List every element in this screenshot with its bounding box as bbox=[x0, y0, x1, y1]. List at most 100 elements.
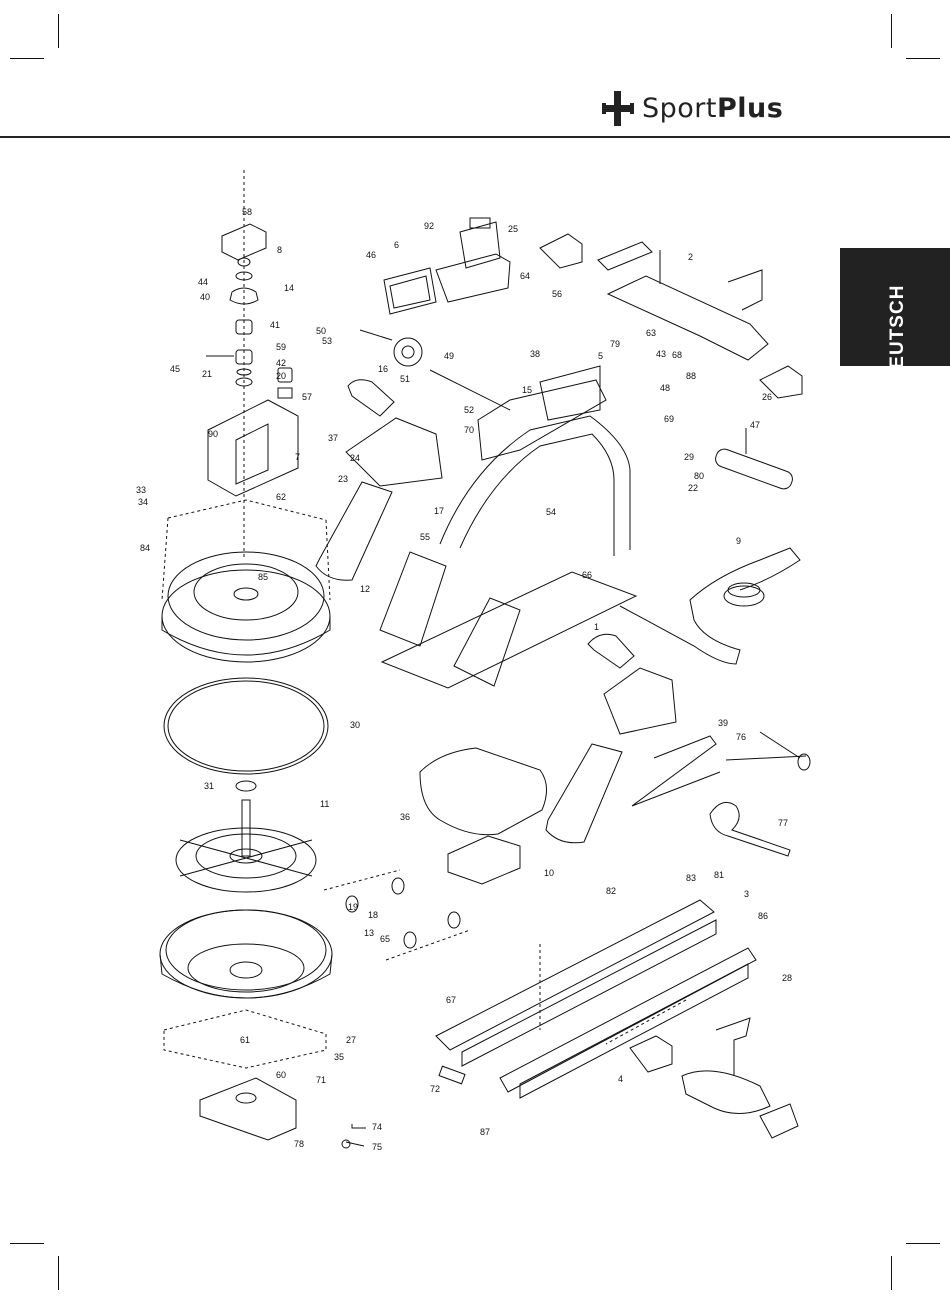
screwdriver bbox=[710, 802, 790, 856]
footrest-left bbox=[348, 380, 394, 416]
top-crossbar bbox=[598, 242, 768, 360]
part-label-18: 18 bbox=[368, 910, 378, 920]
part-label-10: 10 bbox=[544, 868, 554, 878]
part-label-40: 40 bbox=[200, 292, 210, 302]
part-label-9: 9 bbox=[736, 536, 741, 546]
part-label-26: 26 bbox=[762, 392, 772, 402]
part-label-57: 57 bbox=[302, 392, 312, 402]
part-label-1: 1 bbox=[594, 622, 599, 632]
part-label-72: 72 bbox=[430, 1084, 440, 1094]
part-label-84: 84 bbox=[140, 543, 150, 553]
part-label-83: 83 bbox=[686, 873, 696, 883]
part-label-62: 62 bbox=[276, 492, 286, 502]
impeller bbox=[176, 800, 316, 892]
legend-74-shape bbox=[352, 1124, 366, 1128]
part-label-11: 11 bbox=[320, 799, 329, 809]
part-label-86: 86 bbox=[758, 911, 768, 921]
part-label-12: 12 bbox=[360, 584, 370, 594]
part-label-44: 44 bbox=[198, 277, 208, 287]
seat-rollers bbox=[324, 870, 470, 960]
part-label-46: 46 bbox=[366, 250, 376, 260]
part-label-23: 23 bbox=[338, 474, 348, 484]
part-label-63: 63 bbox=[646, 328, 656, 338]
part-label-90: 90 bbox=[208, 429, 218, 439]
allen-key bbox=[632, 736, 720, 806]
part-label-17: 17 bbox=[434, 506, 444, 516]
o-ring bbox=[164, 678, 328, 774]
part-label-56: 56 bbox=[552, 289, 562, 299]
part-label-87: 87 bbox=[480, 1127, 490, 1137]
legend-label-b: 75 bbox=[372, 1142, 382, 1152]
part-label-60: 60 bbox=[276, 1070, 286, 1080]
part-label-51: 51 bbox=[400, 374, 410, 384]
part-label-8: 8 bbox=[277, 245, 282, 255]
part-label-70: 70 bbox=[464, 425, 474, 435]
part-label-81: 81 bbox=[714, 870, 724, 880]
part-label-71: 71 bbox=[316, 1075, 326, 1085]
part-label-45: 45 bbox=[170, 364, 180, 374]
part-label-64: 64 bbox=[520, 271, 530, 281]
handle-bar bbox=[620, 548, 800, 664]
part-label-54: 54 bbox=[546, 507, 556, 517]
part-label-25: 25 bbox=[508, 224, 518, 234]
part-label-43: 43 bbox=[656, 349, 666, 359]
part-label-59: 59 bbox=[276, 342, 286, 352]
seat bbox=[420, 748, 547, 884]
part-label-88: 88 bbox=[686, 371, 696, 381]
part-label-22: 22 bbox=[688, 483, 698, 493]
part-label-42: 42 bbox=[276, 358, 286, 368]
part-label-35: 35 bbox=[334, 1052, 344, 1062]
part-label-15: 15 bbox=[522, 385, 532, 395]
part-label-20: 20 bbox=[276, 371, 286, 381]
part-label-30: 30 bbox=[350, 720, 360, 730]
part-label-28: 28 bbox=[782, 973, 792, 983]
part-label-5: 5 bbox=[598, 351, 603, 361]
part-label-80: 80 bbox=[694, 471, 704, 481]
part-label-21: 21 bbox=[202, 369, 212, 379]
part-label-2: 2 bbox=[688, 252, 693, 262]
part-label-69: 69 bbox=[664, 414, 674, 424]
legend-75-shape bbox=[346, 1142, 364, 1146]
part-label-61: 61 bbox=[240, 1035, 250, 1045]
bottom-bracket bbox=[200, 1078, 296, 1140]
part-label-3: 3 bbox=[744, 889, 749, 899]
part-label-49: 49 bbox=[444, 351, 454, 361]
washer bbox=[236, 781, 256, 791]
part-label-58: 58 bbox=[242, 207, 252, 217]
part-label-65: 65 bbox=[380, 934, 390, 944]
part-label-53: 53 bbox=[322, 336, 332, 346]
part-label-68: 68 bbox=[672, 350, 682, 360]
foot-pedal-left bbox=[316, 482, 392, 580]
part-label-85: 85 bbox=[258, 572, 268, 582]
part-label-33: 33 bbox=[136, 485, 146, 495]
part-label-7: 7 bbox=[295, 452, 300, 462]
part-28 bbox=[439, 1066, 465, 1084]
part-label-4: 4 bbox=[618, 1074, 623, 1084]
monitor bbox=[384, 218, 510, 314]
part-label-82: 82 bbox=[606, 886, 616, 896]
part-label-66: 66 bbox=[582, 570, 592, 580]
part-label-50: 50 bbox=[316, 326, 326, 336]
foot-cap-25 bbox=[540, 234, 582, 268]
rear-stabilizer bbox=[630, 1018, 798, 1138]
part-label-41: 41 bbox=[270, 320, 280, 330]
legend-label-a: 74 bbox=[372, 1122, 382, 1132]
main-frame bbox=[380, 366, 636, 688]
part-label-47: 47 bbox=[750, 420, 760, 430]
part-label-31: 31 bbox=[204, 781, 214, 791]
part-label-13: 13 bbox=[364, 928, 374, 938]
rail bbox=[436, 900, 756, 1098]
part-label-36: 36 bbox=[400, 812, 410, 822]
part-label-16: 16 bbox=[378, 364, 388, 374]
part-label-19: 19 bbox=[348, 902, 358, 912]
part-label-76: 76 bbox=[736, 732, 746, 742]
part-label-6: 6 bbox=[394, 240, 399, 250]
foot-pedal-right bbox=[546, 744, 622, 843]
part-label-92: 92 bbox=[424, 221, 434, 231]
part-label-38: 38 bbox=[530, 349, 540, 359]
part-label-14: 14 bbox=[284, 283, 294, 293]
part-label-29: 29 bbox=[684, 452, 694, 462]
part-label-77: 77 bbox=[778, 818, 788, 828]
part-label-78: 78 bbox=[294, 1139, 304, 1149]
